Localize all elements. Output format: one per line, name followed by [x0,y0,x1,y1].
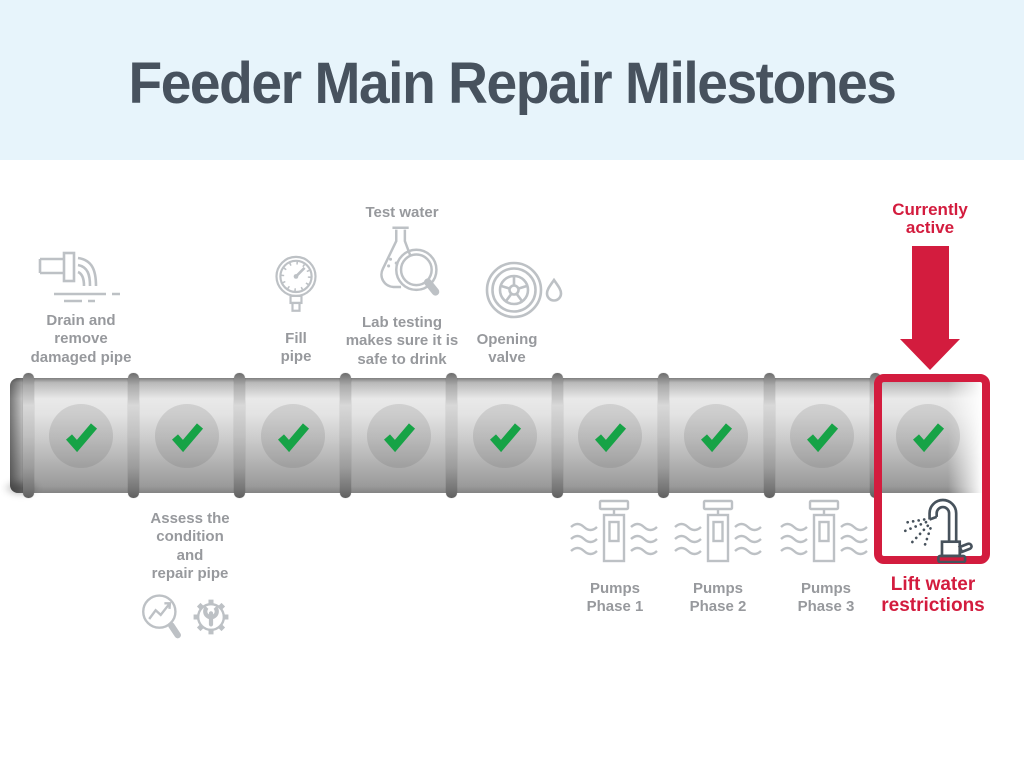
milestone-check-icon [790,404,855,468]
pipe-joint-ring [657,373,669,498]
milestone-check-icon [260,404,325,468]
valve-wheel-icon [478,258,570,322]
milestone-check-icon [472,404,537,468]
drain-pipe-icon [30,250,130,312]
label-pumps-phase-3: Pumps Phase 3 [797,580,855,616]
milestone-check-icon [896,404,960,468]
pipe-joint-ring [234,373,246,498]
chart-magnifier-icon [140,592,186,646]
pipe-shadow [2,479,40,497]
pipe-joint-ring [22,373,34,498]
currently-active-arrowhead [900,339,960,370]
milestone-check-icon [366,404,431,468]
pipe-joint-ring [551,373,563,498]
milestone-check-icon [578,404,643,468]
label-fill-pipe: Fill pipe [280,330,312,366]
pipe-joint-ring [340,373,352,498]
gear-wrench-icon [189,595,233,639]
label-pumps-phase-1: Pumps Phase 1 [586,580,644,616]
pump-icon-1 [564,499,664,563]
flask-magnifier-icon [358,221,446,309]
heading-test-water: Test water [365,204,439,221]
pipe-joint-ring [128,373,140,498]
milestone-check-icon [49,404,113,468]
label-lab-testing: Lab testing makes sure it is safe to dri… [345,314,459,368]
currently-active-arrow [912,246,949,340]
page-title: Feeder Main Repair Milestones [128,51,896,116]
pipe [2,373,990,498]
milestone-check-icon [684,404,749,468]
pump-icon-2 [668,499,768,563]
header-banner [0,0,1024,160]
active-milestone-outline [874,374,990,564]
pressure-gauge-icon [271,253,321,317]
callout-currently-active: Currently active [892,200,968,237]
label-lift-water: Lift water restrictions [881,574,985,616]
label-pumps-phase-2: Pumps Phase 2 [689,580,747,616]
milestone-check-icon [154,404,219,468]
label-drain: Drain and remove damaged pipe [30,312,132,366]
pipe-joint-ring [446,373,457,498]
pump-icon-3 [774,499,874,563]
water-drop-icon [545,277,563,302]
label-assess: Assess the condition and repair pipe [150,510,230,582]
label-opening-valve: Opening valve [476,331,538,367]
faucet-icon [894,492,974,563]
pipe-joint-ring [763,373,775,498]
